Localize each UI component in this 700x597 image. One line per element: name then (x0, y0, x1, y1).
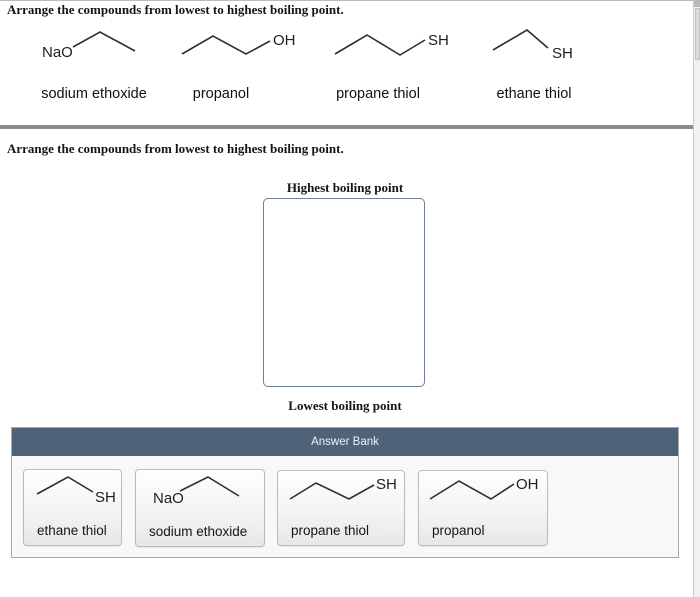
compound-name-propanol: propanol (192, 86, 250, 102)
structure-propanol: OH (181, 32, 296, 55)
answer-drop-zone[interactable] (263, 198, 425, 387)
structure-propanol: OH (429, 476, 539, 500)
atom-label-sh: SH (376, 476, 397, 493)
highest-boiling-point-label: Highest boiling point (286, 180, 404, 195)
structure-ethane-thiol: SH (492, 29, 573, 62)
structure-ethane-thiol: SH (36, 476, 116, 506)
atom-label-oh: OH (273, 32, 296, 49)
structure-propane-thiol: SH (334, 32, 449, 56)
scroll-up-arrow-icon[interactable] (694, 0, 700, 7)
bond-lines (181, 35, 271, 55)
bond-lines (36, 476, 94, 495)
structure-sodium-ethoxide: NaO (153, 476, 240, 507)
card-label: propane thiol (291, 523, 370, 538)
answer-bank-header: Answer Bank (12, 428, 678, 456)
compound-name-propane-thiol: propane thiol (336, 86, 420, 102)
vertical-scrollbar[interactable] (693, 0, 700, 597)
top-edge-divider (0, 0, 694, 1)
answer-card-ethane-thiol[interactable]: SH ethane thiol (23, 469, 122, 546)
atom-label-oh: OH (516, 476, 539, 493)
answer-card-propanol[interactable]: OH propanol (418, 470, 548, 546)
bond-lines (429, 480, 515, 500)
card-label: sodium ethoxide (149, 524, 248, 539)
section-divider (0, 125, 694, 129)
card-label: ethane thiol (37, 523, 107, 538)
answer-card-sodium-ethoxide[interactable]: NaO sodium ethoxide (135, 469, 265, 547)
compound-name-sodium-ethoxide: sodium ethoxide (41, 86, 147, 102)
atom-label-sh: SH (552, 45, 573, 62)
scrollbar-thumb[interactable] (695, 8, 700, 60)
atom-label-sh: SH (95, 489, 116, 506)
bond-lines (289, 482, 375, 500)
bond-lines (179, 476, 240, 497)
card-label: propanol (432, 523, 485, 538)
answer-card-propane-thiol[interactable]: SH propane thiol (277, 470, 405, 546)
lowest-boiling-point-label: Lowest boiling point (288, 398, 402, 413)
structure-propane-thiol: SH (289, 476, 397, 500)
bond-lines (334, 34, 426, 56)
compound-name-ethane-thiol: ethane thiol (496, 86, 572, 102)
question-text-main: Arrange the compounds from lowest to hig… (7, 141, 344, 156)
question-text-top: Arrange the compounds from lowest to hig… (7, 2, 344, 17)
bond-lines (492, 29, 549, 51)
bond-lines (72, 31, 136, 52)
atom-label-nao: NaO (153, 490, 184, 507)
structure-sodium-ethoxide: NaO (42, 31, 136, 61)
atom-label-nao: NaO (42, 44, 73, 61)
atom-label-sh: SH (428, 32, 449, 49)
